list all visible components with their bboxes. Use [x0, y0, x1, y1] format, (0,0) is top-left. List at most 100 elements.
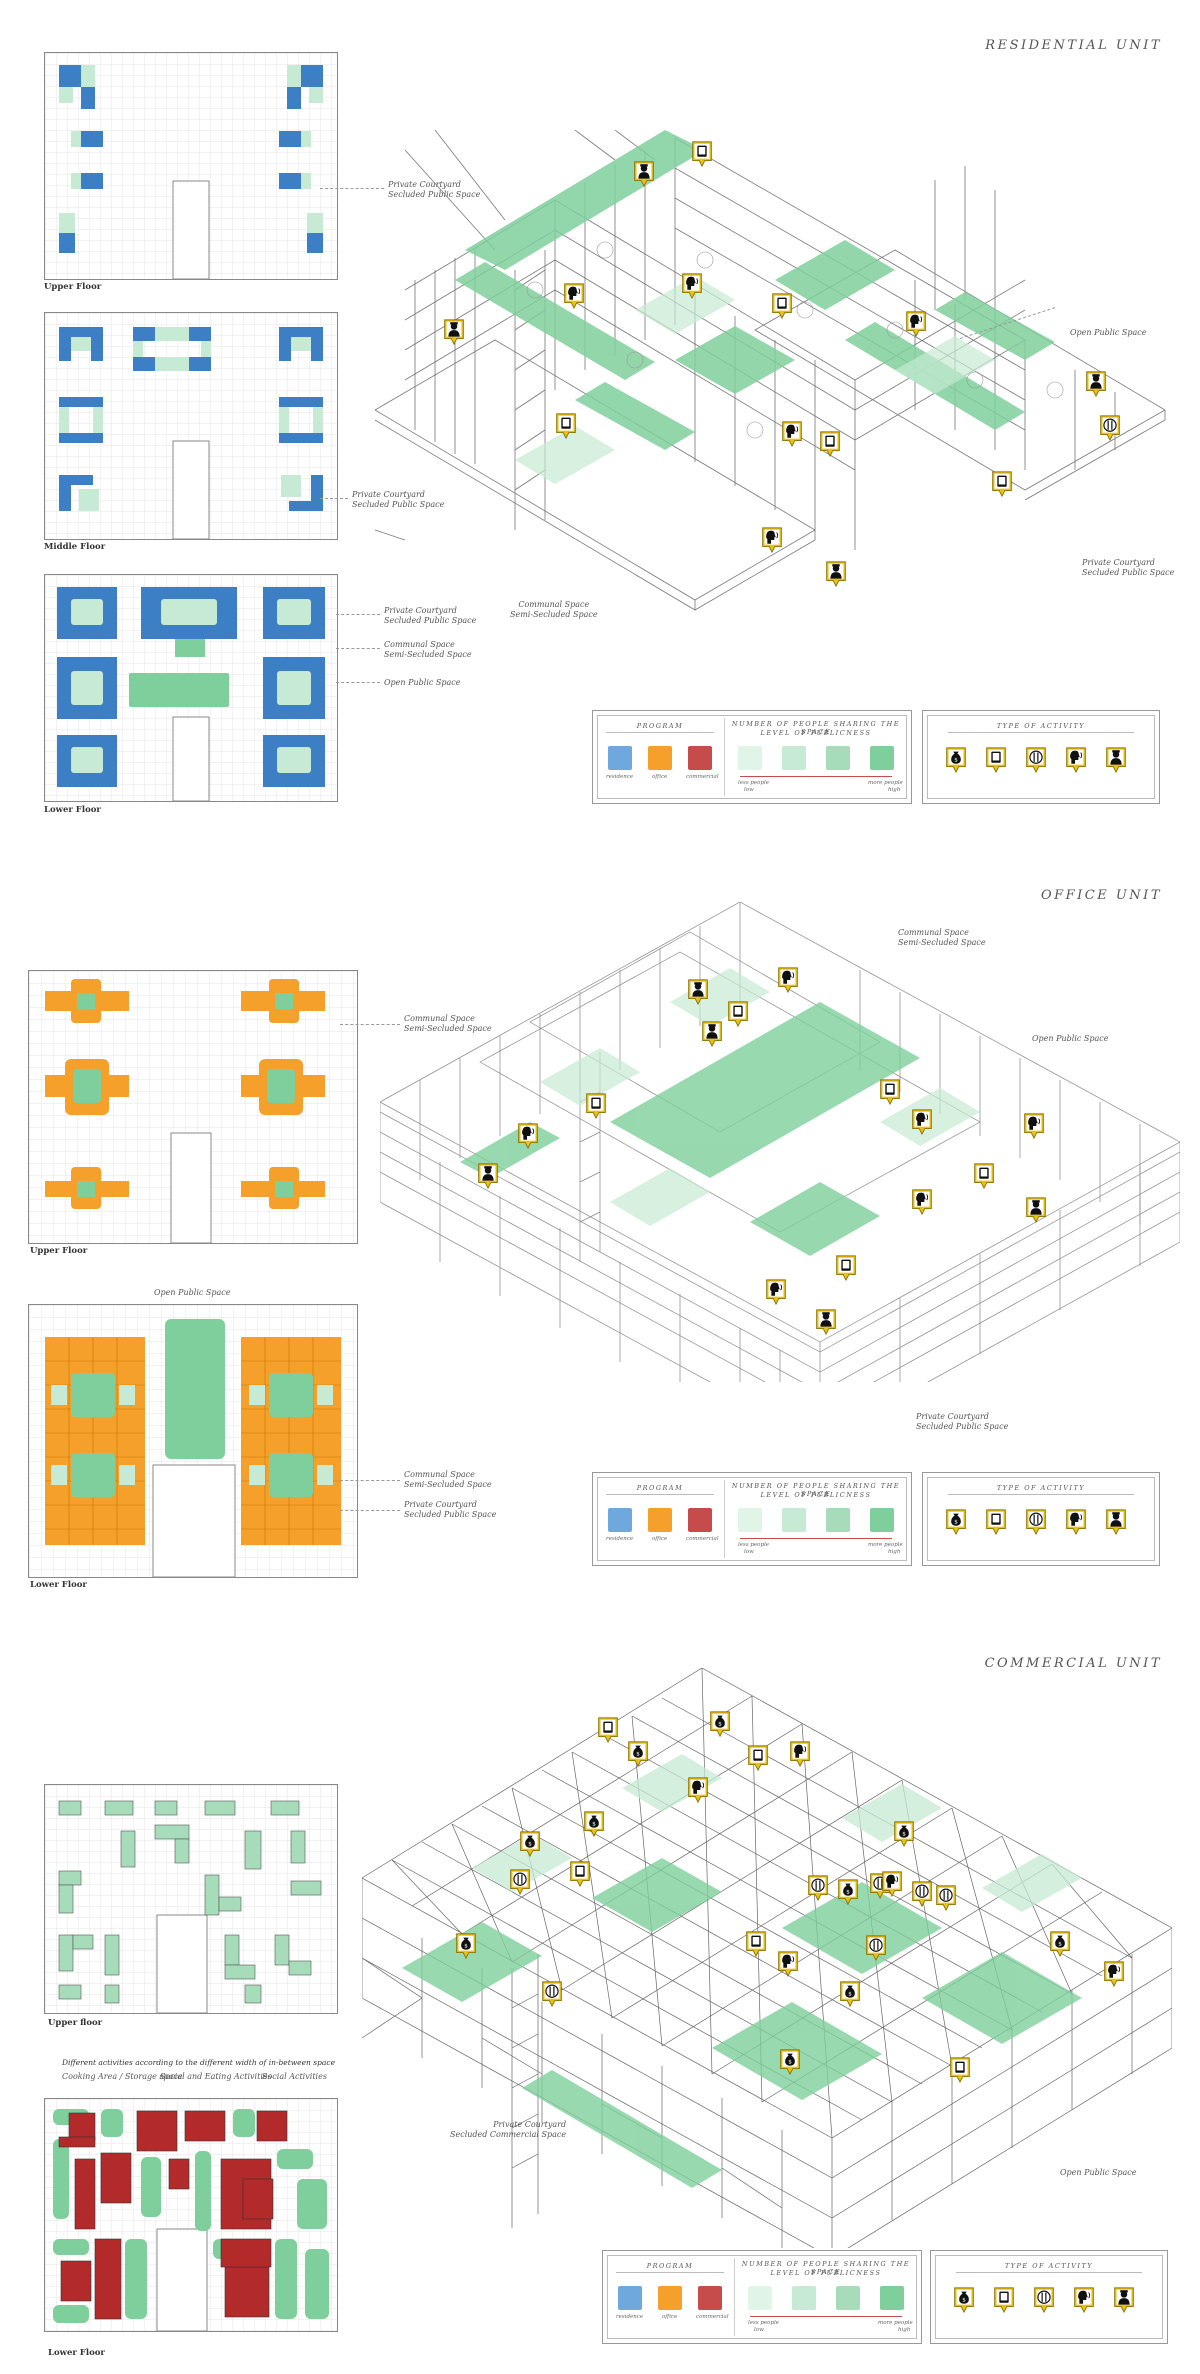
- police-officer-icon: [686, 978, 710, 1006]
- residential-iso-annotation-private: Private Courtyard Secluded Public Space: [1082, 558, 1175, 577]
- residence-swatch: [618, 2286, 642, 2310]
- legend-publicness-title: LEVEL OF PUBLICNESS: [770, 2269, 882, 2277]
- police-officer-icon: [824, 560, 848, 588]
- office-iso-annotation-communal: Communal Space Semi-Secluded Space: [898, 928, 986, 947]
- legend-less-people: less people: [748, 2320, 780, 2326]
- police-officer-icon: [632, 160, 656, 188]
- legend-low: low: [744, 1549, 754, 1555]
- money-icon: [626, 1740, 650, 1768]
- commercial-upper-floor-plan: [44, 1784, 338, 2014]
- utensils-icon: [1024, 746, 1048, 774]
- legend-high: high: [888, 1549, 901, 1555]
- legend-commercial-label: commercial: [686, 1536, 719, 1542]
- legend-commercial-label: commercial: [686, 774, 719, 780]
- speaking-head-icon: [910, 1188, 934, 1216]
- commercial-isometric-drawing: [362, 1668, 1172, 2248]
- speaking-head-icon: [760, 526, 784, 554]
- office-legend-program: PROGRAM residence office commercial NUMB…: [592, 1472, 912, 1566]
- utensils-icon: [910, 1880, 934, 1908]
- speaking-head-icon: [1064, 1508, 1088, 1536]
- utensils-icon: [864, 1934, 888, 1962]
- annotation-leader: [320, 188, 384, 189]
- utensils-icon: [540, 1980, 564, 2008]
- publicness-level-4-swatch: [870, 1508, 894, 1532]
- tablet-icon: [972, 1162, 996, 1190]
- commercial-section: COMMERCIAL UNIT Upper floor Different ac…: [0, 1620, 1200, 2374]
- money-icon: [454, 1932, 478, 1960]
- legend-commercial-label: commercial: [696, 2314, 729, 2320]
- residential-middle-floor-label: Middle Floor: [44, 542, 106, 552]
- residential-isometric-drawing: [375, 130, 1166, 611]
- office-lower-annotation-communal: Communal Space Semi-Secluded Space: [404, 1470, 492, 1489]
- tablet-icon: [834, 1254, 858, 1282]
- legend-high: high: [888, 787, 901, 793]
- commercial-legend-activity: TYPE OF ACTIVITY: [930, 2250, 1168, 2344]
- publicness-level-1-swatch: [738, 746, 762, 770]
- legend-more-people: more people: [868, 780, 903, 786]
- residential-iso-annotation-open: Open Public Space: [1070, 328, 1147, 337]
- publicness-level-3-swatch: [826, 1508, 850, 1532]
- police-officer-icon: [1104, 746, 1128, 774]
- speaking-head-icon: [910, 1108, 934, 1136]
- legend-low: low: [754, 2327, 764, 2333]
- tablet-icon: [746, 1744, 770, 1772]
- annotation-leader: [336, 682, 380, 683]
- residential-title: RESIDENTIAL UNIT: [985, 38, 1162, 53]
- speaking-head-icon: [516, 1122, 540, 1150]
- office-iso-annotation-private: Private Courtyard Secluded Public Space: [916, 1412, 1009, 1431]
- residential-upper-floor-label: Upper Floor: [44, 282, 102, 292]
- speaking-head-icon: [562, 282, 586, 310]
- publicness-level-2-swatch: [792, 2286, 816, 2310]
- residential-lower-floor-label: Lower Floor: [44, 805, 101, 815]
- residential-upper-annotation: Private Courtyard Secluded Public Space: [388, 180, 481, 199]
- commercial-lower-sub-3: Social Activities: [262, 2072, 327, 2081]
- utensils-icon: [1032, 2286, 1056, 2314]
- legend-less-people: less people: [738, 1542, 770, 1548]
- speaking-head-icon: [1072, 2286, 1096, 2314]
- speaking-head-icon: [680, 272, 704, 300]
- office-lower-floor-plan: [28, 1304, 358, 1578]
- office-swatch: [658, 2286, 682, 2310]
- publicness-level-2-swatch: [782, 1508, 806, 1532]
- tablet-icon: [554, 412, 578, 440]
- money-icon: [778, 2048, 802, 2076]
- commercial-upper-floor-label: Upper floor: [48, 2018, 103, 2028]
- publicness-level-3-swatch: [826, 746, 850, 770]
- publicness-level-1-swatch: [748, 2286, 772, 2310]
- legend-activity-title: TYPE OF ACTIVITY: [1004, 2262, 1094, 2270]
- money-icon: [944, 746, 968, 774]
- legend-activity-title: TYPE OF ACTIVITY: [996, 722, 1086, 730]
- tablet-icon: [690, 140, 714, 168]
- office-lower-floor-label: Lower Floor: [30, 1580, 87, 1590]
- legend-more-people: more people: [868, 1542, 903, 1548]
- publicness-level-4-swatch: [880, 2286, 904, 2310]
- office-isometric-drawing: [380, 902, 1180, 1382]
- tablet-icon: [726, 1000, 750, 1028]
- police-officer-icon: [814, 1308, 838, 1336]
- annotation-leader: [340, 1024, 400, 1025]
- utensils-icon: [1024, 1508, 1048, 1536]
- residential-upper-floor-plan: [44, 52, 338, 280]
- commercial-swatch: [688, 1508, 712, 1532]
- speaking-head-icon: [776, 1950, 800, 1978]
- office-legend-activity: TYPE OF ACTIVITY: [922, 1472, 1160, 1566]
- residential-lower-floor-plan: [44, 574, 338, 802]
- commercial-swatch: [698, 2286, 722, 2310]
- police-officer-icon: [1084, 370, 1108, 398]
- money-icon: [518, 1830, 542, 1858]
- publicness-level-1-swatch: [738, 1508, 762, 1532]
- legend-more-people: more people: [878, 2320, 913, 2326]
- tablet-icon: [878, 1078, 902, 1106]
- tablet-icon: [770, 292, 794, 320]
- residence-swatch: [608, 1508, 632, 1532]
- commercial-lower-floor-label: Lower Floor: [48, 2348, 105, 2358]
- speaking-head-icon: [904, 310, 928, 338]
- legend-office-label: office: [652, 1536, 668, 1542]
- legend-publicness-title: LEVEL OF PUBLICNESS: [760, 1491, 872, 1499]
- commercial-lower-sub-2: Social and Eating Activities: [160, 2072, 272, 2081]
- legend-program-title: PROGRAM: [636, 722, 684, 730]
- tablet-icon: [984, 746, 1008, 774]
- legend-residence-label: residence: [616, 2314, 644, 2320]
- office-swatch: [648, 1508, 672, 1532]
- tablet-icon: [584, 1092, 608, 1120]
